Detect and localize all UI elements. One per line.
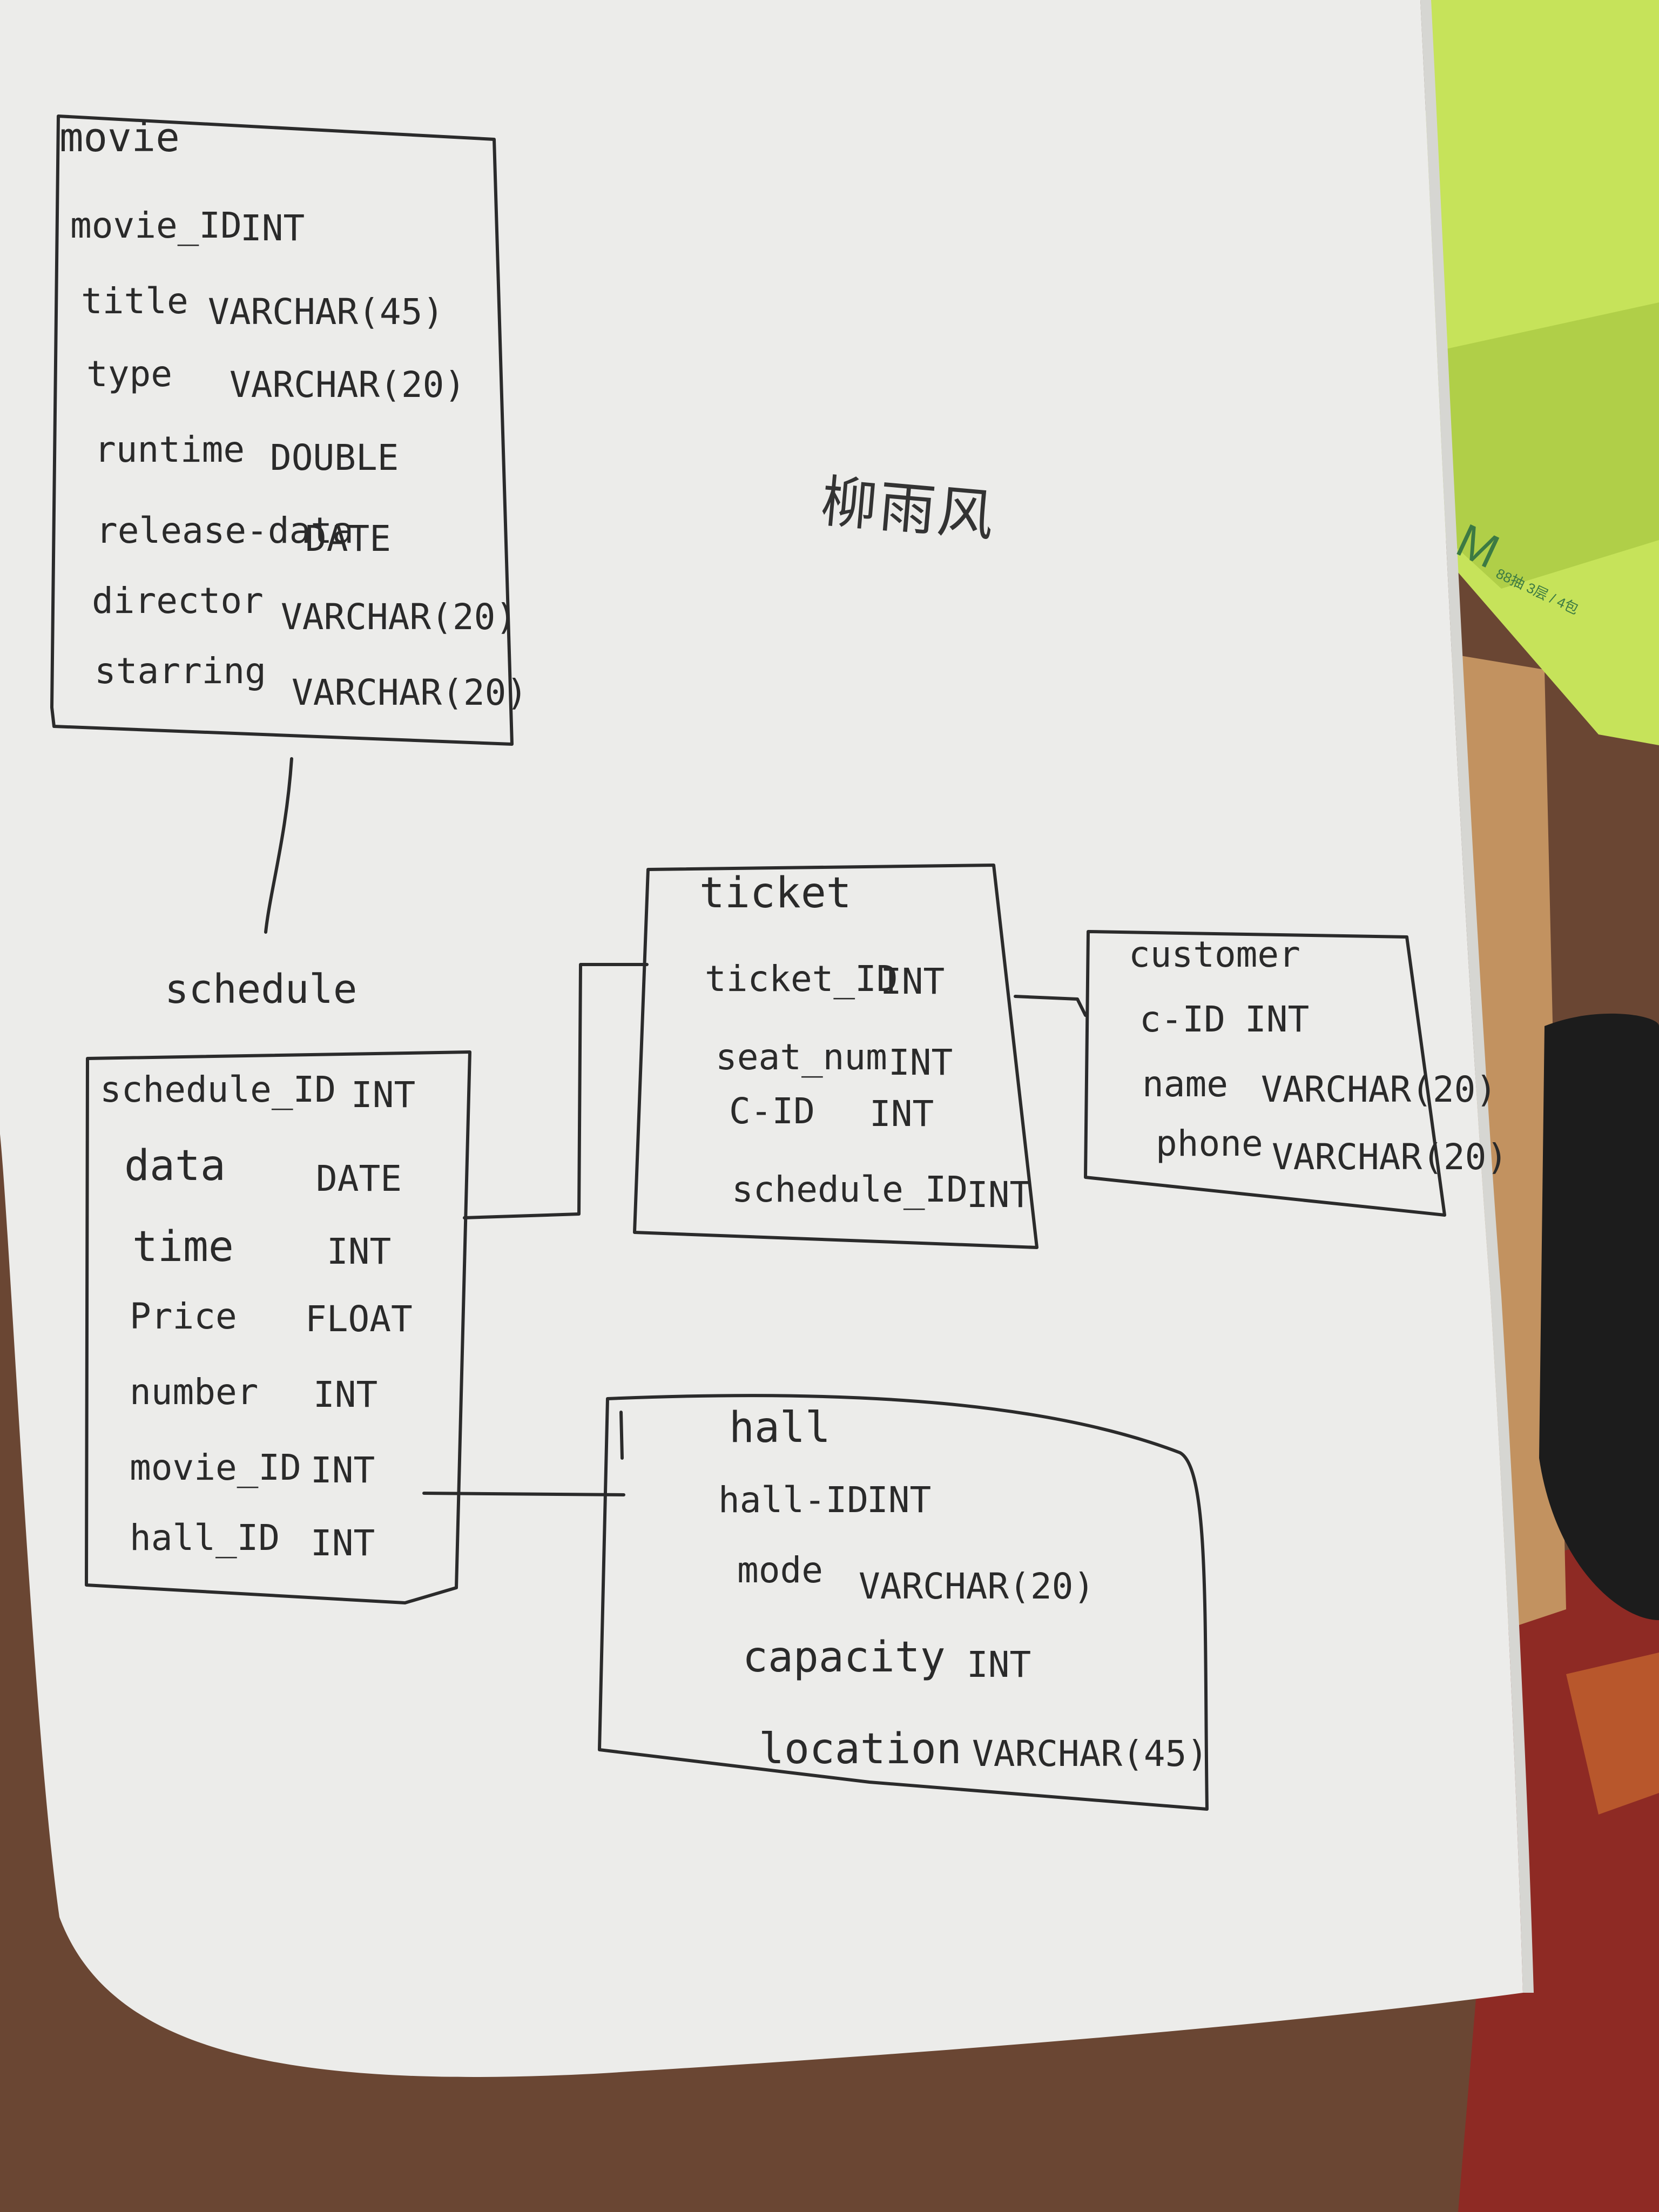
- hall-col-type-2: VARCHAR(20): [859, 1566, 1095, 1607]
- customer-col-name-3: phone: [1156, 1123, 1263, 1164]
- ticket-col-type-4: INT: [967, 1174, 1031, 1216]
- customer-col-type-2: VARCHAR(20): [1261, 1069, 1498, 1110]
- movie-col-type-1: INT: [240, 207, 305, 249]
- paper-sheet: [0, 0, 1523, 2078]
- ticket-col-type-3: INT: [869, 1093, 934, 1135]
- hall-table-title: hall: [729, 1404, 831, 1452]
- schedule-col-name-2: data: [124, 1142, 226, 1190]
- movie-col-name-5: release-data: [96, 510, 354, 551]
- tissue-package-shade: [1437, 302, 1659, 589]
- customer-box: [1084, 930, 1446, 1217]
- signature: 柳雨风: [818, 468, 999, 549]
- movie-schedule-line: [264, 757, 293, 934]
- customer-col-name-2: name: [1142, 1063, 1228, 1105]
- movie-col-type-4: DOUBLE: [270, 437, 399, 478]
- movie-col-type-7: VARCHAR(20): [292, 672, 528, 713]
- paper-shadow: [1420, 0, 1534, 1993]
- ticket-box: [633, 864, 1038, 1249]
- movie-col-type-6: VARCHAR(20): [281, 596, 517, 638]
- customer-table-title: customer: [1129, 934, 1300, 975]
- hall-col-type-1: INT: [867, 1479, 932, 1521]
- table-mat-stripe: [1566, 1653, 1659, 1815]
- ticket-col-type-2: INT: [888, 1042, 953, 1083]
- movie-col-type-5: DATE: [305, 518, 391, 559]
- schedule-col-name-4: Price: [130, 1296, 237, 1337]
- movie-col-name-1: movie_ID: [70, 205, 242, 246]
- schedule-table-title: schedule: [165, 966, 358, 1013]
- movie-col-name-6: director: [92, 580, 264, 622]
- hall-tick: [619, 1411, 624, 1460]
- customer-col-type-1: INT: [1245, 999, 1310, 1040]
- schedule-col-name-6: movie_ID: [130, 1447, 301, 1488]
- schedule-col-type-4: FLOAT: [305, 1298, 413, 1340]
- schedule-col-type-3: INT: [327, 1231, 392, 1272]
- hall-col-name-2: mode: [737, 1549, 823, 1591]
- schedule-col-type-2: DATE: [316, 1158, 402, 1199]
- schedule-hall-line: [422, 1492, 625, 1496]
- movie-box: [50, 114, 514, 746]
- schedule-col-name-3: time: [132, 1223, 234, 1271]
- computer-mouse: [1539, 1013, 1659, 1620]
- customer-col-type-3: VARCHAR(20): [1272, 1136, 1508, 1178]
- kraft-paper: [1415, 648, 1566, 1631]
- ticket-table-title: ticket: [699, 869, 852, 918]
- schedule-col-type-7: INT: [311, 1522, 375, 1564]
- ticket-col-type-1: INT: [880, 961, 945, 1002]
- hall-col-name-1: hall-ID: [718, 1479, 869, 1521]
- schedule-box: [85, 1050, 471, 1604]
- ticket-col-name-4: schedule_ID: [732, 1169, 968, 1210]
- movie-table-title: movie: [59, 114, 180, 161]
- movie-col-name-4: runtime: [95, 429, 245, 470]
- schedule-col-type-5: INT: [313, 1374, 378, 1415]
- schedule-ticket-line: [463, 963, 649, 1219]
- movie-col-type-2: VARCHAR(45): [208, 291, 444, 333]
- ticket-col-name-3: C-ID: [729, 1090, 815, 1132]
- hall-col-name-4: location: [759, 1725, 962, 1773]
- schedule-col-name-7: hall_ID: [130, 1517, 280, 1559]
- ticket-col-name-2: seat_num: [716, 1036, 887, 1078]
- movie-col-type-3: VARCHAR(20): [230, 364, 466, 406]
- ticket-customer-line: [1014, 995, 1087, 1017]
- movie-col-name-2: title: [81, 280, 188, 322]
- hall-col-type-4: VARCHAR(45): [972, 1733, 1209, 1775]
- schedule-col-type-6: INT: [311, 1449, 375, 1491]
- schedule-col-name-5: number: [130, 1371, 259, 1413]
- hall-col-type-3: INT: [967, 1644, 1031, 1685]
- schedule-col-name-1: schedule_ID: [100, 1069, 336, 1110]
- schedule-col-type-1: INT: [351, 1074, 416, 1116]
- ticket-col-name-1: ticket_ID: [705, 958, 898, 1000]
- customer-col-name-1: c-ID: [1139, 999, 1225, 1040]
- hall-box: [598, 1394, 1209, 1811]
- hall-col-name-3: capacity: [743, 1633, 946, 1682]
- movie-col-name-7: starring: [95, 650, 266, 692]
- movie-col-name-3: type: [86, 353, 172, 395]
